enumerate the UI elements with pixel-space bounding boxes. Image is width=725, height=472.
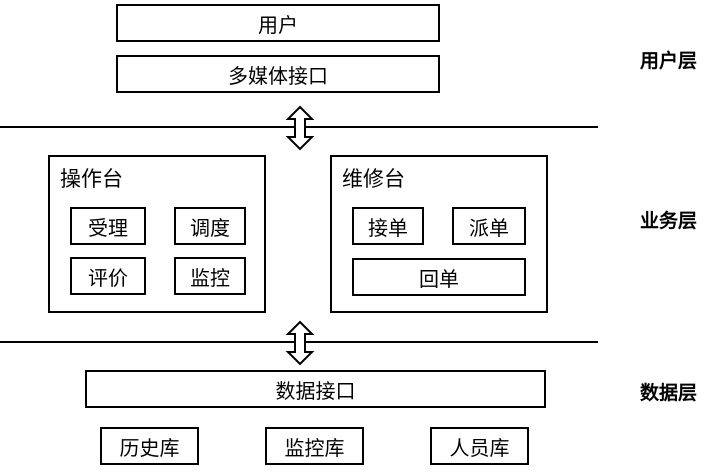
user-layer-label: 用户层 (640, 50, 698, 72)
database-monitor: 监控库 (265, 427, 364, 465)
double-arrow-bottom (285, 320, 315, 366)
database-personnel: 人员库 (430, 427, 529, 465)
console-item-evaluate: 评价 (70, 257, 146, 295)
repair-title: 维修台 (342, 167, 405, 191)
console-panel: 操作台 受理 调度 评价 监控 (48, 155, 266, 313)
repair-item-label: 回单 (419, 266, 459, 291)
business-layer-label: 业务层 (640, 210, 698, 232)
data-interface-box: 数据接口 (85, 370, 546, 408)
console-title: 操作台 (60, 167, 123, 191)
console-item-accept: 受理 (70, 207, 146, 245)
user-box: 用户 (116, 4, 440, 42)
repair-item-label: 派单 (469, 215, 509, 240)
multimedia-interface-label: 多媒体接口 (228, 63, 328, 88)
console-item-dispatch: 调度 (174, 207, 246, 245)
database-label: 人员库 (449, 435, 510, 460)
console-item-monitor: 监控 (174, 257, 246, 295)
repair-item-assign-order: 派单 (452, 207, 526, 245)
console-item-label: 调度 (190, 215, 230, 240)
database-label: 监控库 (284, 435, 345, 460)
console-item-label: 受理 (88, 215, 128, 240)
repair-panel: 维修台 接单 派单 回单 (330, 155, 548, 313)
console-item-label: 评价 (88, 265, 128, 290)
double-arrow-top (285, 105, 315, 151)
multimedia-interface-box: 多媒体接口 (116, 55, 440, 93)
database-label: 历史库 (119, 435, 180, 460)
console-item-label: 监控 (190, 265, 230, 290)
repair-item-return-order: 回单 (352, 258, 526, 296)
database-history: 历史库 (100, 427, 199, 465)
repair-item-take-order: 接单 (352, 207, 424, 245)
data-layer-label: 数据层 (640, 382, 698, 404)
user-box-label: 用户 (258, 12, 298, 37)
repair-item-label: 接单 (368, 215, 408, 240)
data-interface-label: 数据接口 (275, 378, 356, 403)
